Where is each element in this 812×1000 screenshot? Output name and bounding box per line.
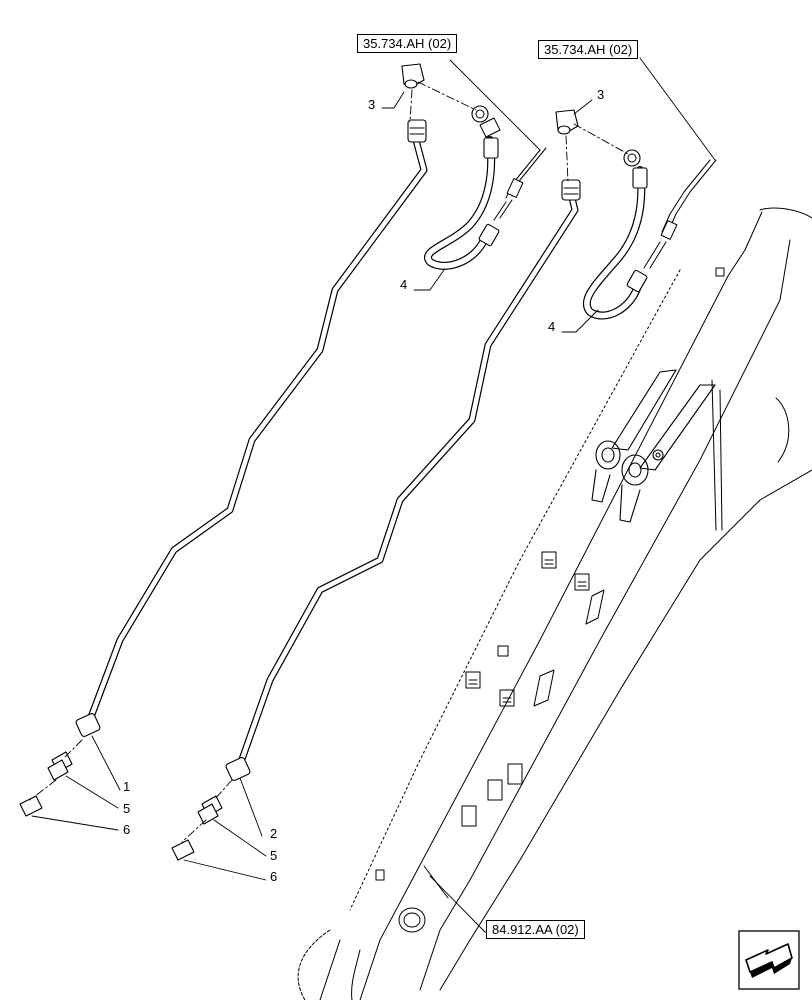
right-hydraulic-tube [225, 179, 581, 781]
callout-5-left: 5 [123, 801, 131, 816]
left-adapter-fitting [47, 751, 73, 781]
callout-3-left: 3 [368, 97, 376, 112]
boom-arm [297, 207, 812, 1000]
elbow-fitting-right [555, 109, 579, 135]
callout-1: 1 [123, 779, 131, 794]
right-tube-bottom-nut [225, 757, 251, 781]
boom-pivot-bracket [591, 369, 716, 523]
right-adapter-fitting [197, 795, 223, 825]
callout-2: 2 [270, 826, 278, 841]
reference-link-bottom[interactable]: 84.912.AA (02) [486, 920, 585, 939]
callout-4-left: 4 [400, 277, 408, 292]
left-cap-fitting [19, 795, 43, 817]
assembly-center-lines [29, 81, 629, 843]
existing-boom-lines [493, 147, 717, 269]
callout-leader-lines [31, 57, 716, 933]
callout-5-right: 5 [270, 848, 278, 863]
callout-6-right: 6 [270, 869, 278, 884]
boom-clamps [375, 267, 725, 933]
callout-4-right: 4 [548, 319, 556, 334]
elbow-fitting-left [401, 63, 425, 89]
right-flexible-hose [582, 149, 648, 320]
reference-link-right-top[interactable]: 35.734.AH (02) [538, 40, 639, 59]
callout-6-left: 6 [123, 822, 131, 837]
left-hydraulic-tube [75, 119, 428, 737]
next-page-arrow-icon[interactable] [738, 930, 800, 990]
left-flexible-hose [424, 105, 501, 270]
right-cap-fitting [171, 839, 195, 861]
callout-3-right: 3 [597, 87, 605, 102]
reference-link-left-top[interactable]: 35.734.AH (02) [357, 34, 458, 53]
left-tube-bottom-nut [75, 713, 101, 737]
left-tube-top-nut [407, 119, 427, 143]
right-tube-top-nut [561, 179, 581, 201]
